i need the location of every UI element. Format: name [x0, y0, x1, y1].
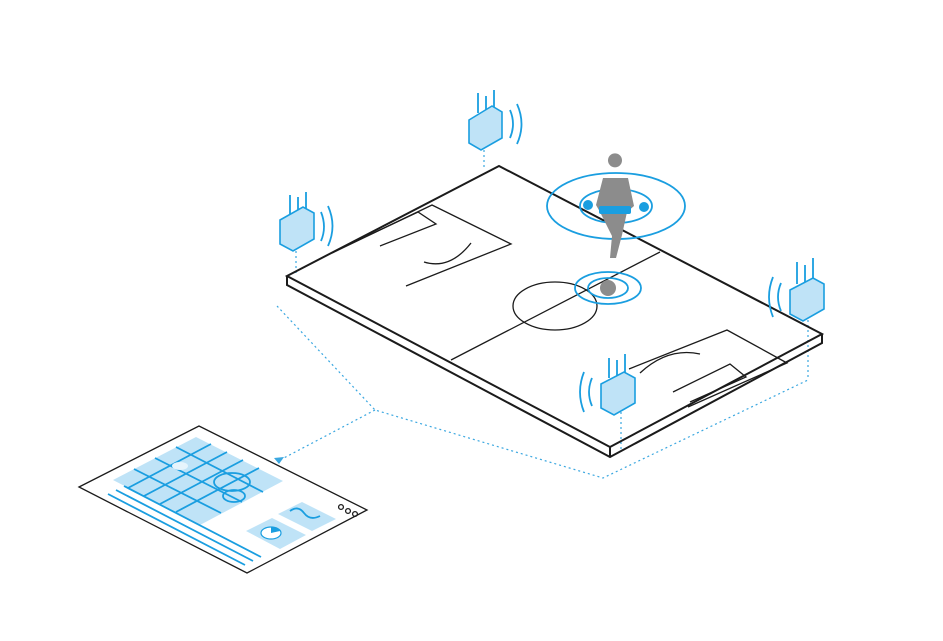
antenna-left	[279, 192, 334, 252]
tracked-ball	[574, 271, 642, 305]
football-pitch	[284, 164, 825, 459]
antenna-right	[768, 258, 825, 322]
antenna-top-left	[468, 90, 523, 151]
player-with-tracking-sensors	[546, 153, 686, 258]
antenna-bottom	[579, 354, 636, 416]
analytics-dashboard-screen	[77, 425, 369, 574]
